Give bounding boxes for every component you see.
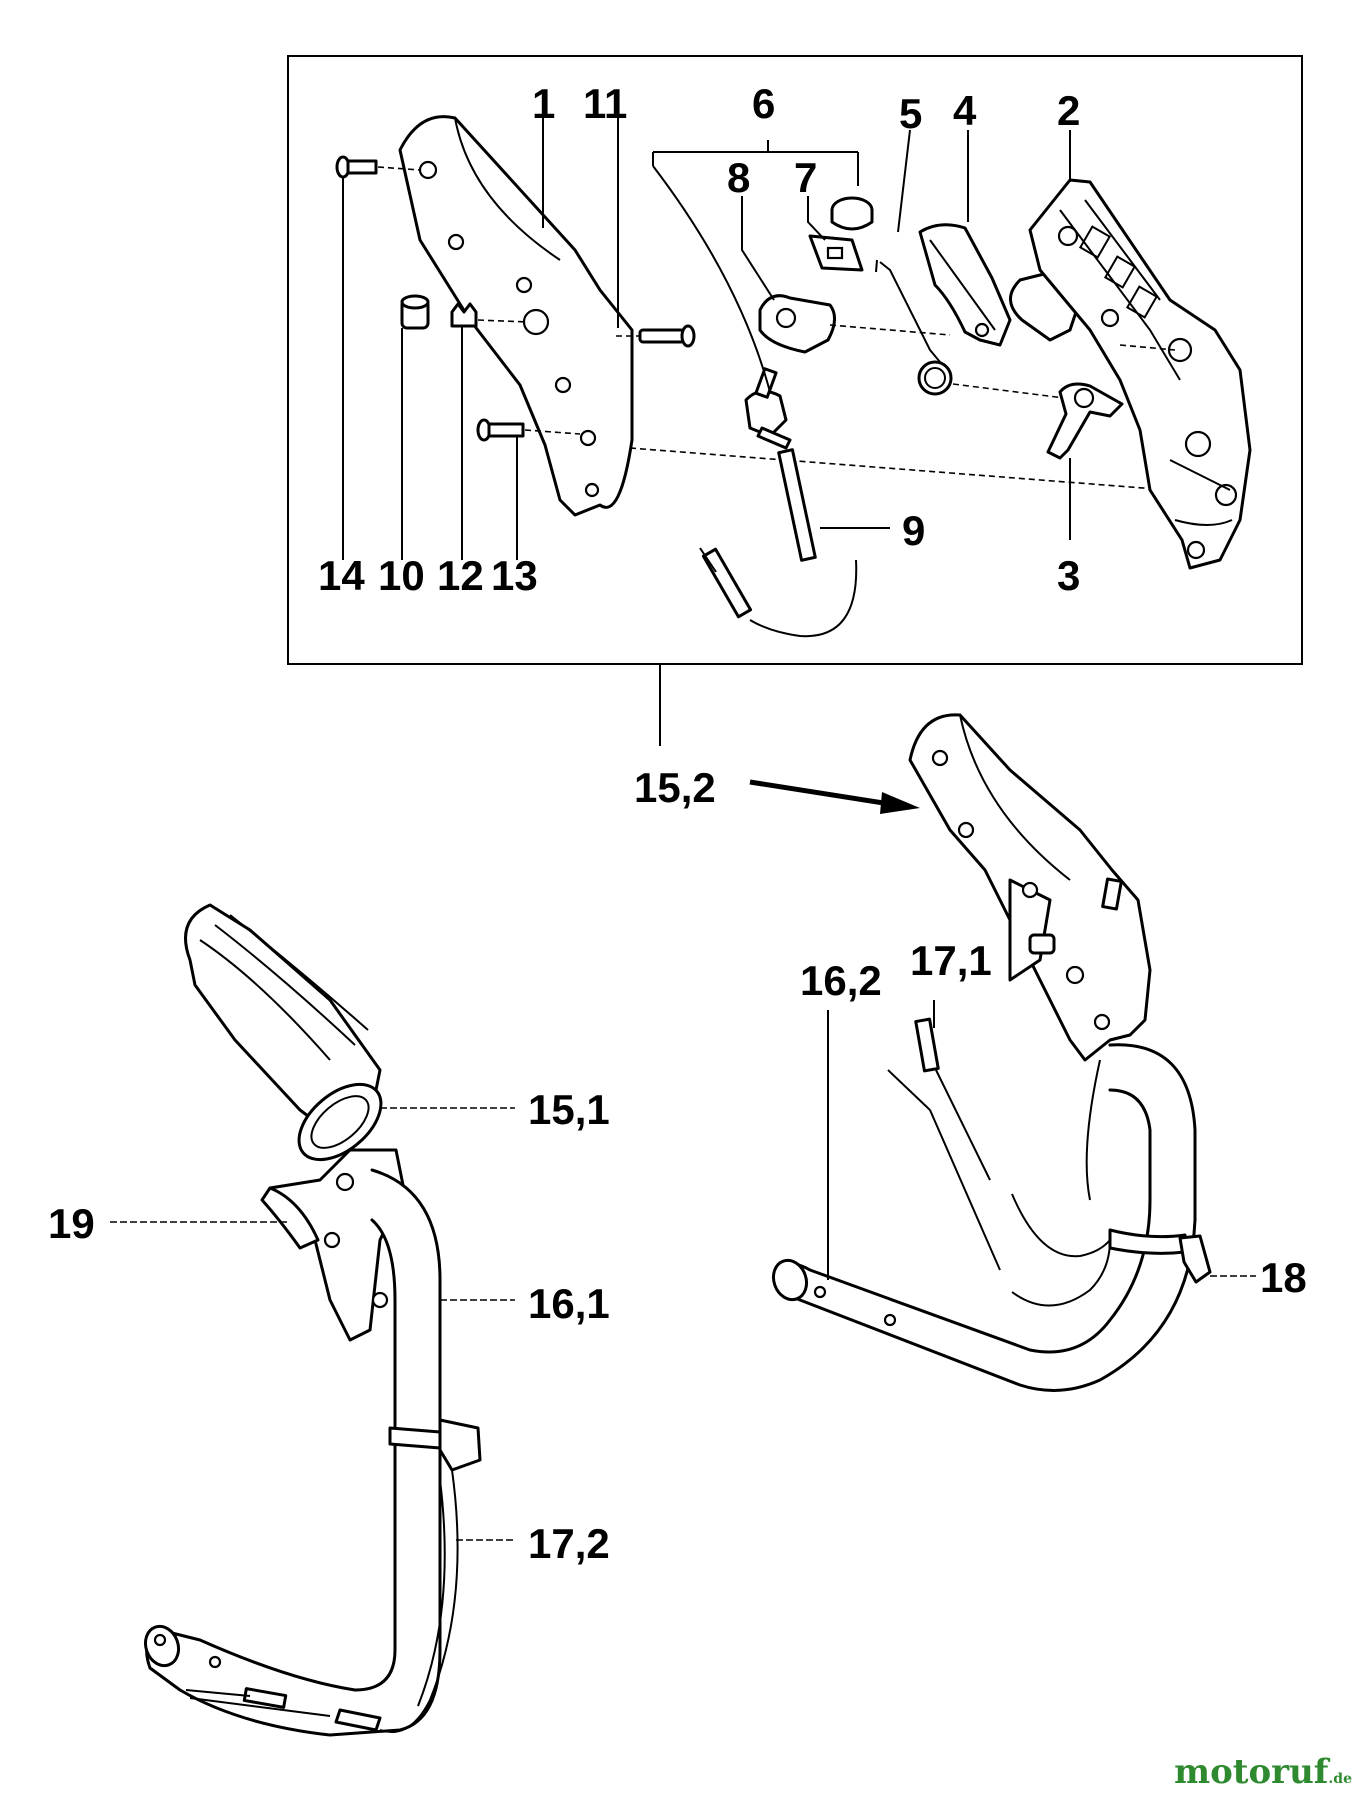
exploded-view-frame	[287, 55, 1303, 665]
part-9-rod-cable	[699, 448, 858, 638]
leader-8	[741, 196, 775, 301]
part-6-nut	[830, 196, 874, 231]
arrow-15-2	[749, 779, 920, 814]
part-2-housing	[1028, 178, 1252, 570]
label-19: 19	[48, 1200, 95, 1247]
label-3: 3	[1057, 552, 1080, 599]
label-16-2: 16,2	[800, 957, 882, 1004]
handlebar-right-assembly	[771, 713, 1212, 1392]
label-10: 10	[378, 552, 425, 599]
part-switch-body	[744, 367, 792, 450]
part-8-switch-holder	[758, 294, 951, 354]
label-15-1: 15,1	[528, 1086, 610, 1133]
part-4-trigger	[918, 223, 1012, 347]
motoruf-watermark: motoruf.de	[1174, 1752, 1352, 1792]
part-12-spring	[450, 302, 529, 328]
label-17-2: 17,2	[528, 1520, 610, 1567]
part-11-pin	[616, 324, 696, 348]
leader-6	[652, 165, 771, 393]
leader-5	[897, 129, 911, 233]
part-10-cap	[400, 294, 430, 330]
label-14: 14	[318, 552, 365, 599]
label-8: 8	[727, 154, 750, 201]
watermark-tld: .de	[1328, 1771, 1352, 1787]
label-18: 18	[1260, 1254, 1307, 1301]
part-13-screw	[476, 418, 581, 442]
label-12: 12	[437, 552, 484, 599]
label-17-1: 17,1	[910, 937, 992, 984]
part-14-screw	[335, 155, 421, 179]
label-16-1: 16,1	[528, 1280, 610, 1327]
label-15-2: 15,2	[634, 764, 716, 811]
label-11: 11	[583, 80, 627, 127]
part-6-bracket	[652, 140, 859, 186]
label-9: 9	[902, 507, 925, 554]
part-1-handle-shell	[398, 115, 634, 517]
part-7-plate	[808, 234, 864, 272]
part-5-spring	[875, 259, 1081, 401]
label-4: 4	[953, 87, 977, 134]
label-1: 1	[532, 80, 555, 127]
label-2: 2	[1057, 87, 1080, 134]
label-7: 7	[794, 154, 817, 201]
handlebar-left-assembly	[143, 903, 482, 1737]
watermark-brand: motoruf	[1174, 1752, 1329, 1792]
label-5: 5	[899, 90, 922, 137]
leader-7	[807, 196, 826, 241]
label-6: 6	[752, 80, 775, 127]
label-13: 13	[491, 552, 538, 599]
